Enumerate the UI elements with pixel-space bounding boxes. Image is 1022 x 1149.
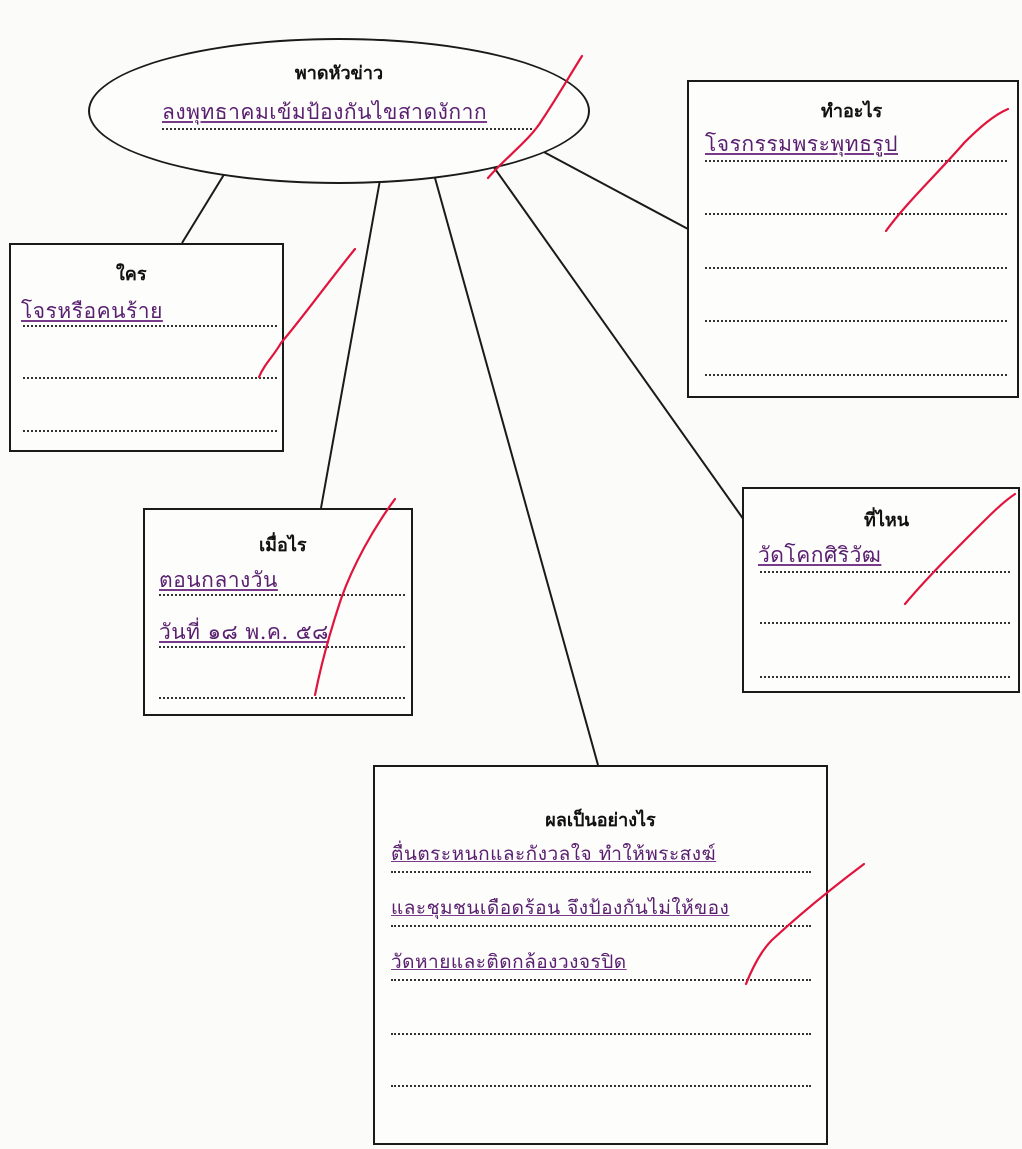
where-line-1 [760,571,1010,573]
when-answer-2: วันที่ ๑๘ พ.ค. ๕๘ [159,620,329,644]
check-mark-icon [903,492,1017,606]
result-line-4 [391,1033,811,1035]
what-label: ทำอะไร [821,101,883,122]
who-answer-1: โจรหรือคนร้าย [21,299,163,323]
what-line-3 [705,267,1007,269]
where-label: ที่ไหน [864,510,910,531]
where-answer-1: วัดโคกศิริวัฒ [758,543,882,567]
who-box: ใคร โจรหรือคนร้าย [9,243,284,452]
result-answer-2: และชุมชนเดือดร้อน จึงป้องกันไม่ให้ของ [391,897,730,919]
result-box: ผลเป็นอย่างไร ตื่นตระหนกและกังวลใจ ทำให้… [373,765,828,1145]
what-line-4 [705,320,1007,322]
when-box: เมื่อไร ตอนกลางวัน วันที่ ๑๘ พ.ค. ๕๘ [143,508,413,716]
headline-ellipse: พาดหัวข่าว ลงพุทธาคมเข้มป้องกันไขสาดงักา… [88,38,590,184]
result-line-1 [391,871,811,873]
result-line-3 [391,979,811,981]
what-box: ทำอะไร โจรกรรมพระพุทธรูป [687,80,1019,398]
where-line-2 [760,622,1010,624]
headline-answer: ลงพุทธาคมเข้มป้องกันไขสาดงักาก [162,100,488,124]
result-line-2 [391,925,811,927]
headline-answer-line [162,128,532,130]
connector-headline-who [181,167,229,244]
when-line-1 [159,594,405,596]
when-answer-1: ตอนกลางวัน [159,568,278,592]
headline-label: พาดหัวข่าว [294,63,384,84]
who-line-3 [23,430,277,432]
when-line-3 [159,697,405,699]
where-line-3 [760,676,1010,678]
result-answer-3: วัดหายและติดกล้องวงจรปิด [391,951,627,973]
check-mark-icon [257,247,357,379]
what-line-1 [705,160,1007,162]
when-line-2 [159,646,405,648]
connector-headline-where [492,165,745,521]
where-box: ที่ไหน วัดโคกศิริวัฒ [742,487,1020,693]
check-mark-icon [313,497,397,697]
what-line-5 [705,374,1007,376]
check-mark-icon [884,107,1010,233]
who-line-1 [23,325,277,327]
result-answer-1: ตื่นตระหนกและกังวลใจ ทำให้พระสงฆ์ [391,843,717,865]
what-line-2 [705,213,1007,215]
result-label: ผลเป็นอย่างไร [545,810,656,831]
who-line-2 [23,377,277,379]
connector-headline-result [434,177,599,766]
connector-headline-when [320,179,381,509]
when-label: เมื่อไร [259,535,307,556]
check-mark-icon [744,862,866,986]
connector-headline-what [526,142,689,230]
what-answer-1: โจรกรรมพระพุทธรูป [705,132,898,156]
who-label: ใคร [116,264,147,285]
result-line-5 [391,1085,811,1087]
check-mark-icon [486,54,584,180]
